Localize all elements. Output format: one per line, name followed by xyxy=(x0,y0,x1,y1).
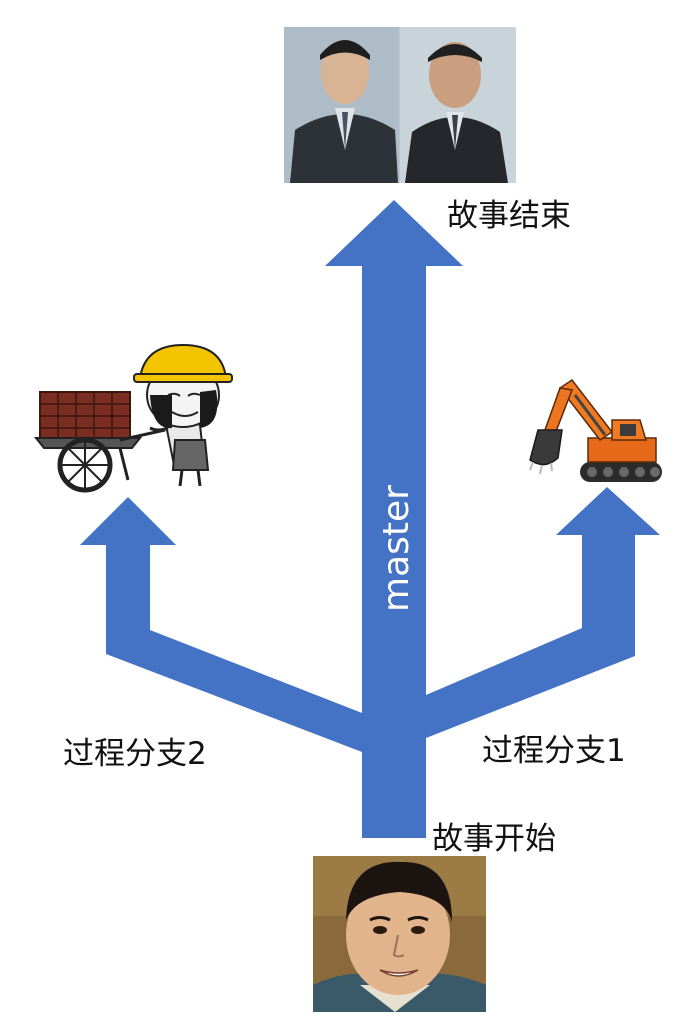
branch-1-arrow xyxy=(426,487,660,738)
two-men-photo xyxy=(284,27,516,183)
master-label: master xyxy=(376,485,417,612)
branch-1-label: 过程分支1 xyxy=(482,733,626,769)
young-man-photo xyxy=(313,856,486,1012)
worker-cart-illustration xyxy=(33,343,233,493)
branch-2-label: 过程分支2 xyxy=(63,736,207,772)
branch-2-arrow xyxy=(80,497,380,790)
story-start-label: 故事开始 xyxy=(432,821,556,857)
story-end-label: 故事结束 xyxy=(447,198,571,234)
arrows xyxy=(80,200,660,838)
excavator-illustration xyxy=(529,378,662,482)
master-arrow xyxy=(325,200,463,838)
